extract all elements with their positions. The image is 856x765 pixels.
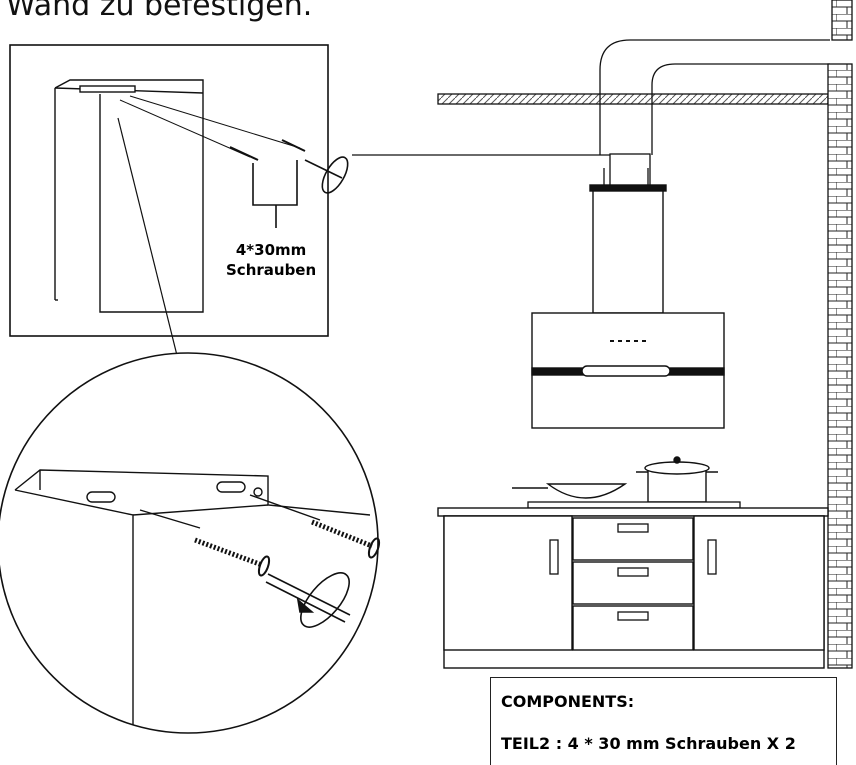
screw-small-icon — [229, 139, 306, 161]
components-title: COMPONENTS: — [501, 692, 635, 711]
wok-pan — [512, 483, 628, 499]
screwdriver-large-icon — [265, 572, 351, 628]
kitchen-cabinet — [437, 507, 829, 669]
cooking-pot — [636, 456, 718, 503]
callout-bracket — [252, 160, 298, 228]
cabinet-handles — [549, 523, 717, 621]
exhaust-duct — [599, 39, 830, 188]
instruction-heading: Wand zu befestigen. — [6, 0, 313, 23]
cooktop — [527, 501, 741, 509]
zoom-circle — [0, 352, 379, 734]
callout-name: Schrauben — [226, 261, 317, 279]
detail-box — [9, 44, 329, 337]
ceiling-slab — [437, 93, 829, 105]
control-panel-dots — [610, 340, 646, 342]
screw-callout-label: 4*30mm Schrauben — [226, 240, 316, 280]
callout-size: 4*30mm — [235, 241, 307, 259]
range-hood — [531, 184, 725, 429]
cabinet-sketch — [54, 79, 301, 313]
components-item: TEIL2 : 4 * 30 mm Schrauben X 2 — [501, 734, 796, 753]
components-box: COMPONENTS: TEIL2 : 4 * 30 mm Schrauben … — [490, 677, 837, 765]
screw-large-icon — [194, 519, 381, 577]
screwdriver-icon — [304, 156, 349, 194]
brick-wall — [827, 63, 853, 669]
zoom-detail — [14, 469, 371, 733]
brick-chimney — [831, 0, 853, 41]
